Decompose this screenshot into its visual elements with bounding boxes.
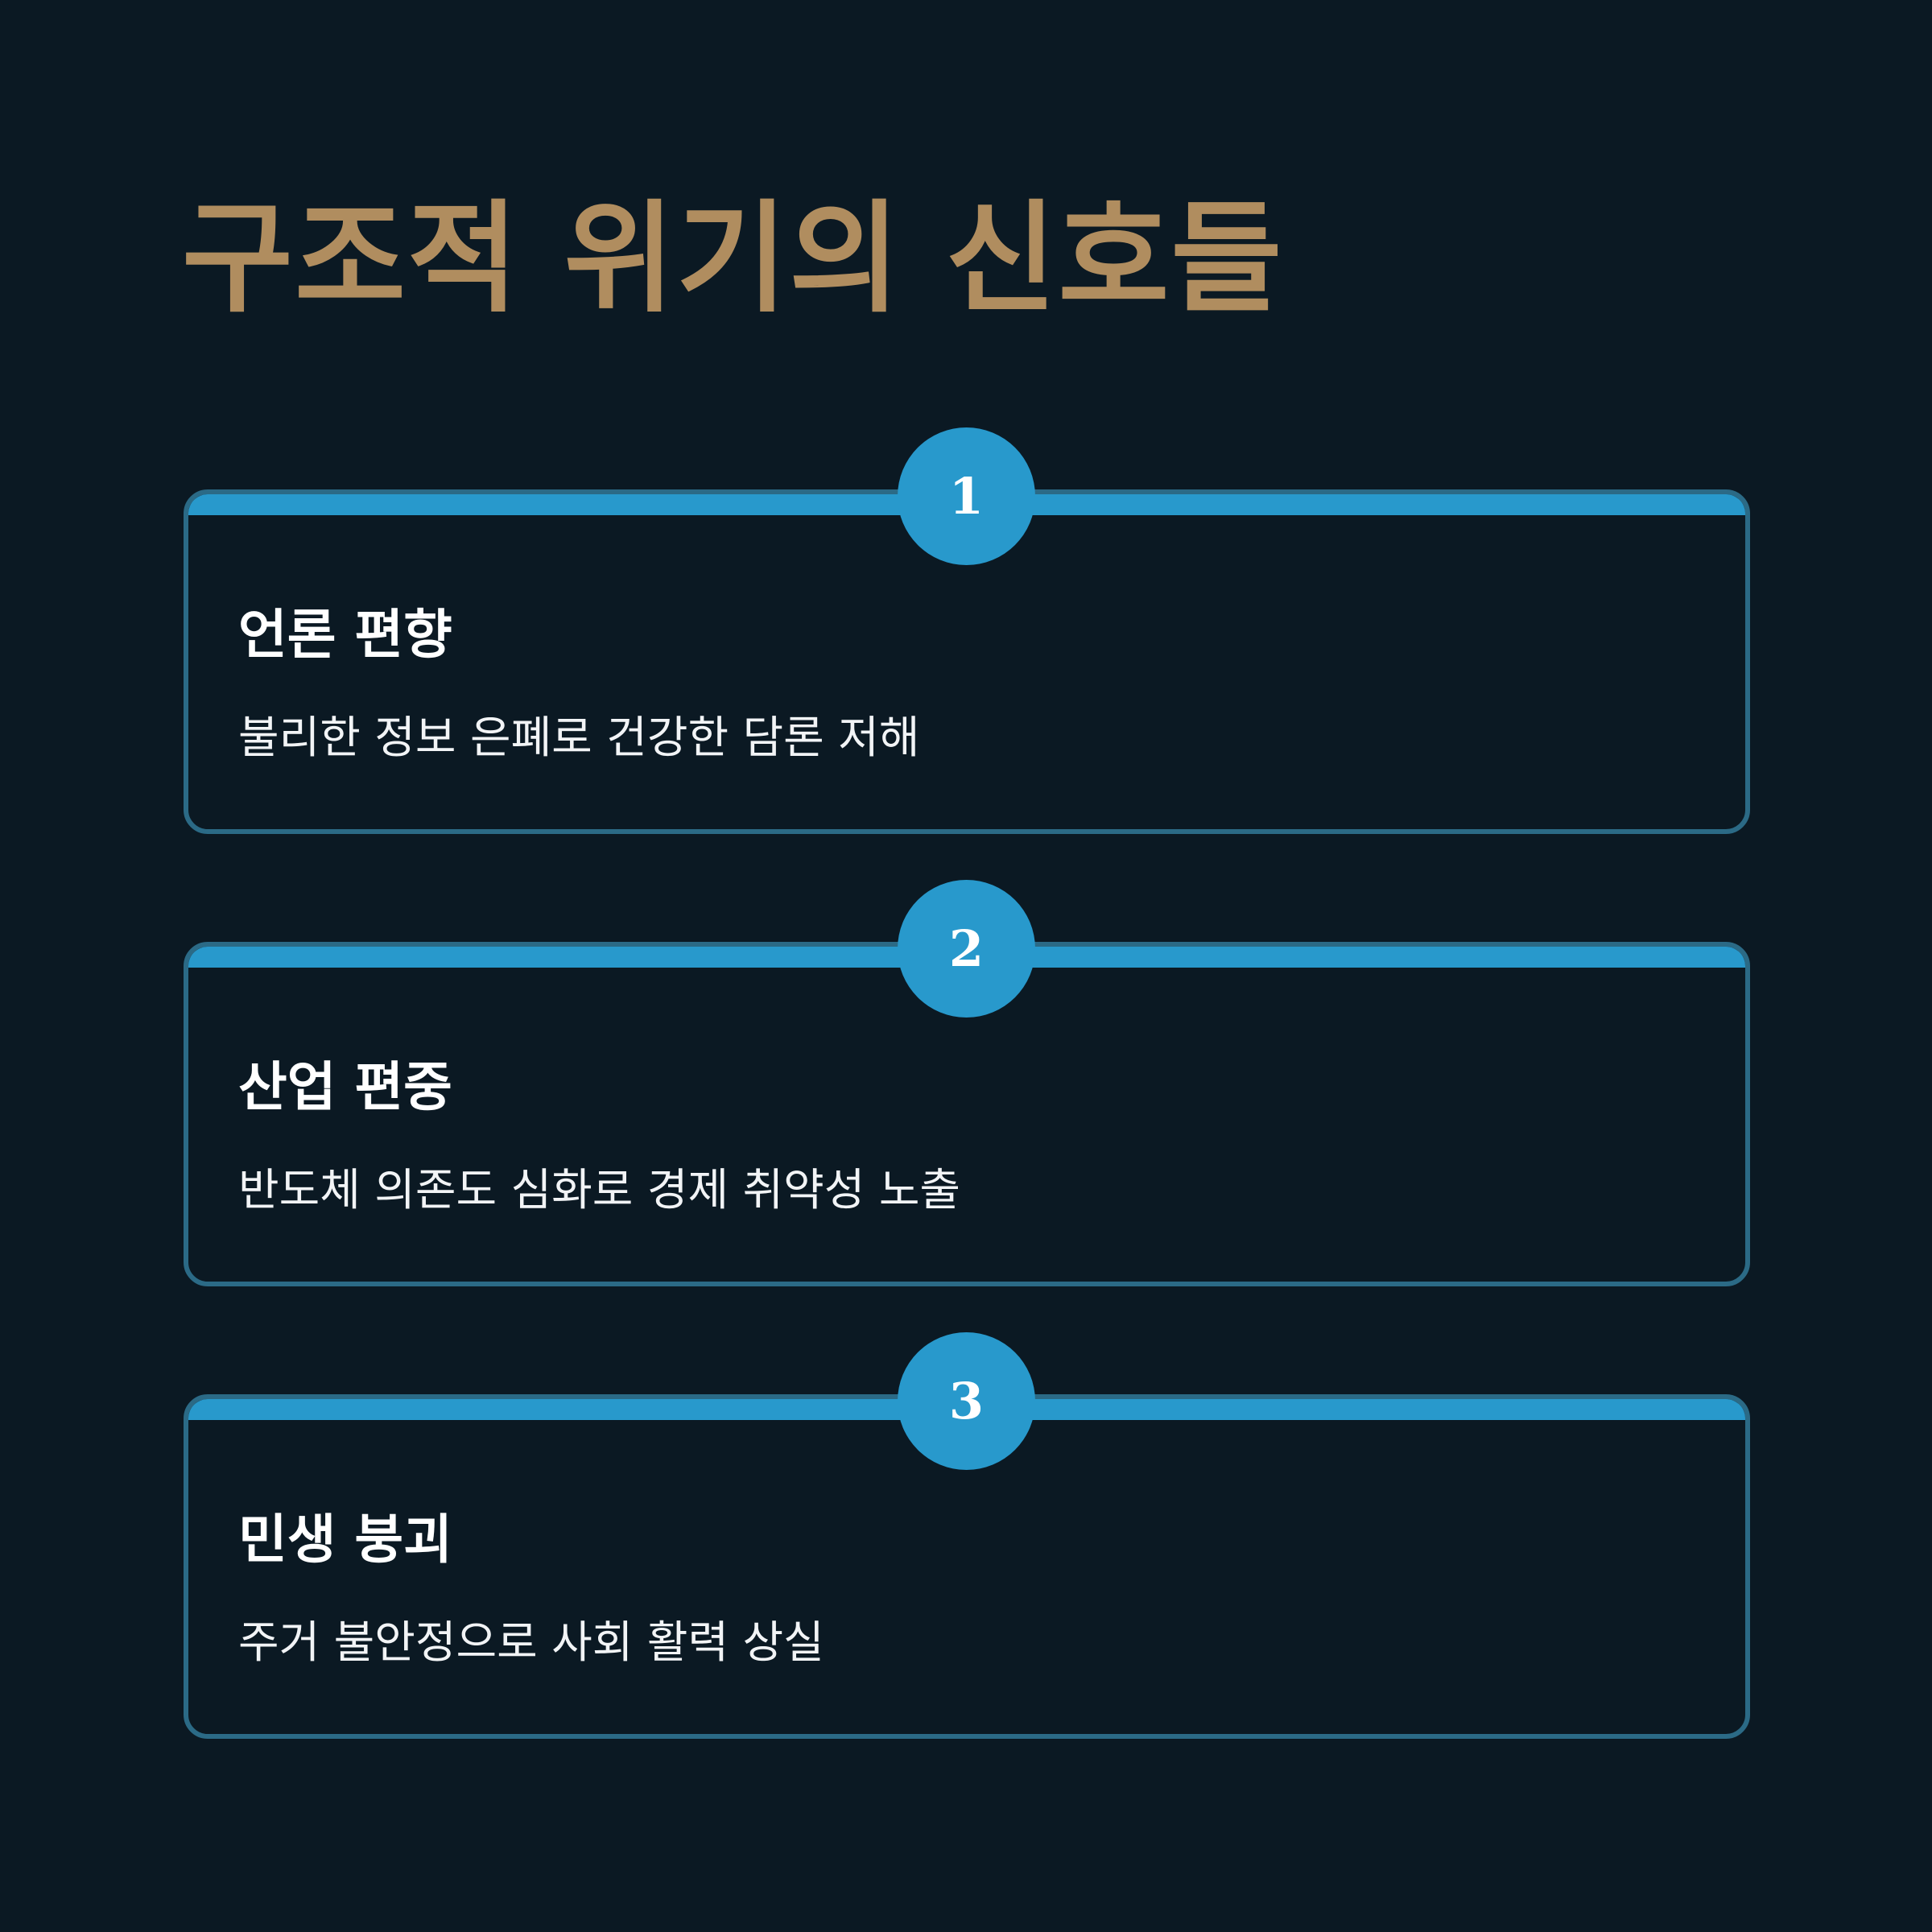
step-number-badge: 2 [898, 880, 1035, 1018]
card-heading: 민생 붕괴 [238, 1509, 452, 1571]
step-number-badge: 3 [898, 1332, 1035, 1470]
step-number-badge: 1 [898, 427, 1035, 565]
card-description: 불리한 정보 은폐로 건강한 담론 저해 [238, 712, 920, 763]
page-title: 구조적 위기의 신호들 [182, 189, 1284, 329]
card-description: 주거 불안정으로 사회 활력 상실 [238, 1616, 824, 1668]
card-description: 반도체 의존도 심화로 경제 취약성 노출 [238, 1164, 961, 1216]
card-heading: 언론 편향 [238, 604, 452, 666]
card-heading: 산업 편중 [238, 1056, 452, 1118]
